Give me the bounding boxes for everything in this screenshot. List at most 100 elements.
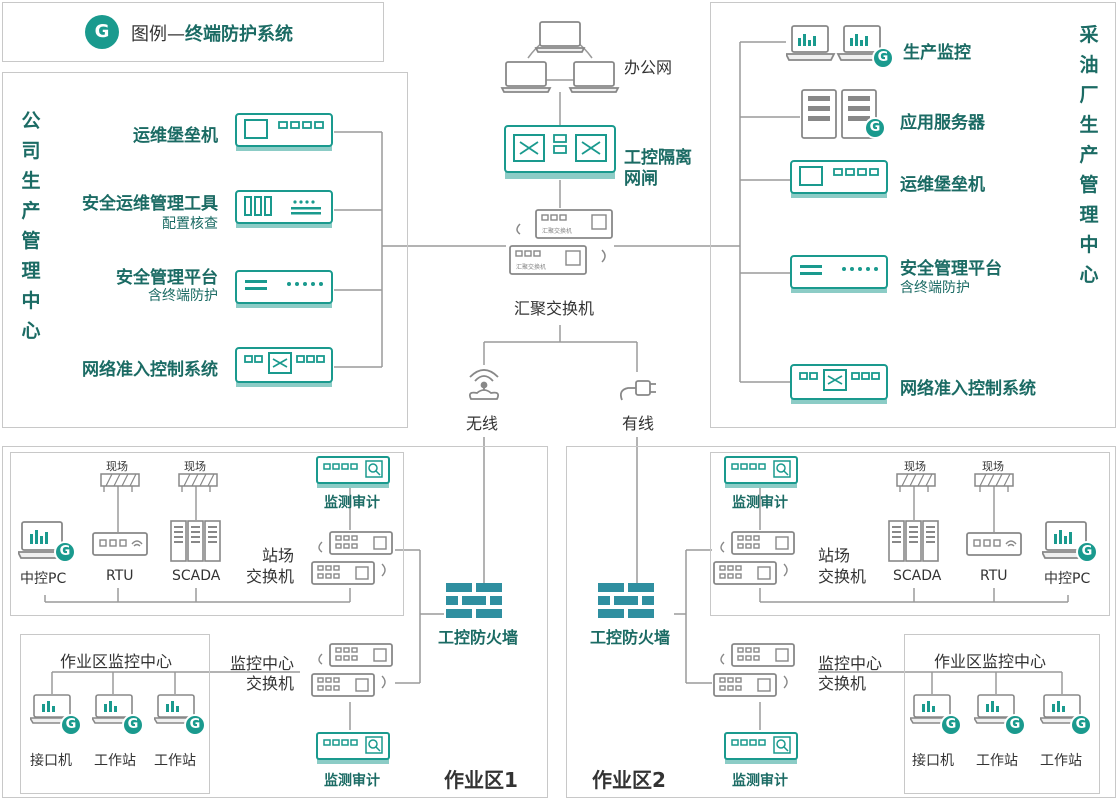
zone2-station-area (710, 452, 1110, 616)
legend-badge-icon: G (85, 15, 119, 49)
terminal-protection-badge-icon: G (184, 714, 206, 736)
isolation-gateway-label-2: 网闸 (624, 169, 658, 189)
zone2-mc-switch-label-2: 交换机 (818, 674, 867, 693)
isolation-gateway-label-1: 工控隔离 (624, 148, 692, 168)
zone1-monitor-center-area (20, 634, 210, 794)
svg-text:汇聚交换机: 汇聚交换机 (542, 227, 572, 235)
zone2-audit-top-icon (724, 456, 798, 488)
zone1-rtu-icon (92, 532, 148, 556)
zone1-panel (2, 446, 548, 798)
plant-center-title: 采油厂生产管理中心 (1079, 24, 1099, 286)
zone1-workstation-label: 工作站 (154, 753, 196, 769)
company-item-secmgmt-label: 安全管理平台 (116, 268, 218, 288)
plant-item-appserver-label: 应用服务器 (900, 113, 985, 133)
office-network-label: 办公网 (624, 58, 673, 77)
zone1-audit-top-icon (316, 456, 390, 488)
zone1-audit-top-label: 监测审计 (324, 495, 380, 511)
zone1-scada-label: SCADA (172, 568, 221, 584)
field-sensor-icon (896, 473, 1014, 487)
ops-tool-icon (235, 190, 333, 228)
plant-item-secmgmt-label: 安全管理平台 (900, 259, 1002, 279)
zone2-rtu-icon (966, 532, 1022, 556)
zone1-audit-bottom-icon (316, 732, 390, 764)
zone2-monitor-center-area (904, 634, 1100, 794)
wired-connection-icon (619, 380, 656, 401)
terminal-protection-badge-icon: G (122, 714, 144, 736)
field-sensor-icon (100, 473, 218, 487)
terminal-protection-badge-icon: G (1070, 714, 1092, 736)
zone2-audit-top-label: 监测审计 (732, 495, 788, 511)
company-center-panel (2, 72, 408, 428)
zone1-central-pc-label: 中控PC (20, 571, 67, 587)
zone2-field-label-2: 现场 (982, 460, 1004, 473)
plant-item-monitor-label: 生产监控 (903, 43, 971, 63)
company-item-ops-tool-sub: 配置核查 (162, 216, 218, 232)
plant-item-nac-label: 网络准入控制系统 (900, 379, 1036, 399)
wired-label: 有线 (622, 414, 655, 433)
legend-label: 图例—终端防护系统 (131, 24, 293, 45)
security-platform-icon (235, 270, 333, 308)
zone1-station-switch-label-2: 交换机 (246, 567, 295, 586)
svg-text:汇聚交换机: 汇聚交换机 (516, 263, 546, 271)
isolation-gateway-icon (504, 125, 616, 179)
zone1-title: 作业区1 (444, 768, 518, 792)
terminal-protection-badge-icon: G (872, 47, 894, 69)
company-item-nac-label: 网络准入控制系统 (82, 360, 218, 380)
zone1-firewall-icon (446, 583, 502, 618)
nac-system-icon (235, 347, 333, 387)
plant-center-panel (710, 2, 1116, 428)
plant-item-bastion-label: 运维堡垒机 (900, 175, 985, 195)
zone2-audit-bottom-label: 监测审计 (732, 773, 788, 789)
zone2-title: 作业区2 (592, 768, 666, 792)
terminal-protection-badge-icon: G (1004, 714, 1026, 736)
aggregation-switch-label: 汇聚交换机 (514, 299, 595, 318)
zone1-mc-switch-icon (311, 643, 393, 697)
zone2-workstation-icon (974, 694, 1020, 724)
zone2-workstation-label: 工作站 (1040, 753, 1082, 769)
zone2-station-switch-label-1: 站场 (818, 546, 851, 565)
nac-system-icon (790, 364, 888, 404)
zone2-station-switch-icon (713, 531, 795, 585)
zone1-mc-switch-label-1: 监控中心 (230, 654, 295, 673)
zone1-firewall-label: 工控防火墙 (438, 628, 519, 647)
zone1-field-label-1: 现场 (106, 460, 128, 473)
company-item-bastion-label: 运维堡垒机 (133, 126, 218, 146)
zone1-station-switch-icon (311, 531, 393, 585)
company-center-title: 公司生产管理中心 (21, 110, 41, 342)
aggregation-switch-icon: 汇聚交换机 汇聚交换机 (509, 209, 613, 275)
zone1-mc-switch-label-2: 交换机 (246, 674, 295, 693)
terminal-protection-badge-icon: G (864, 117, 886, 139)
zone1-field-label-2: 现场 (184, 460, 206, 473)
zone2-workstation-label: 工作站 (976, 753, 1018, 769)
zone2-monitor-center-label: 作业区监控中心 (934, 652, 1047, 671)
wireless-icon (468, 369, 500, 400)
zone1-workstation-label: 工作站 (94, 753, 136, 769)
zone2-rtu-label: RTU (980, 568, 1008, 584)
zone2-interface-machine-icon (910, 694, 956, 724)
zone1-station-area (10, 452, 404, 616)
company-item-ops-tool-label: 安全运维管理工具 (82, 194, 218, 214)
zone2-station-switch-label-2: 交换机 (818, 567, 867, 586)
terminal-protection-badge-icon: G (54, 541, 76, 563)
terminal-protection-badge-icon: G (1076, 541, 1098, 563)
zone2-mc-switch-label-1: 监控中心 (818, 654, 883, 673)
zone1-scada-icon (170, 520, 221, 562)
terminal-protection-badge-icon: G (60, 714, 82, 736)
plant-item-secmgmt-sub: 含终端防护 (900, 280, 970, 296)
legend-box: G 图例—终端防护系统 (2, 2, 384, 62)
zone1-station-switch-label-1: 站场 (262, 546, 295, 565)
zone2-interface-machine-label: 接口机 (912, 753, 954, 769)
terminal-protection-badge-icon: G (940, 714, 962, 736)
zone1-monitor-center-label: 作业区监控中心 (60, 652, 173, 671)
zone2-audit-bottom-icon (724, 732, 798, 764)
security-platform-icon (790, 255, 888, 293)
bastion-host-icon (790, 160, 888, 198)
zone1-rtu-label: RTU (106, 568, 134, 584)
wireless-label: 无线 (466, 414, 499, 433)
company-item-secmgmt-sub: 含终端防护 (148, 288, 218, 304)
zone2-field-label-1: 现场 (904, 460, 926, 473)
office-network-icon (500, 21, 620, 93)
zone2-mc-switch-icon (713, 643, 795, 697)
zone2-scada-icon (888, 520, 939, 562)
